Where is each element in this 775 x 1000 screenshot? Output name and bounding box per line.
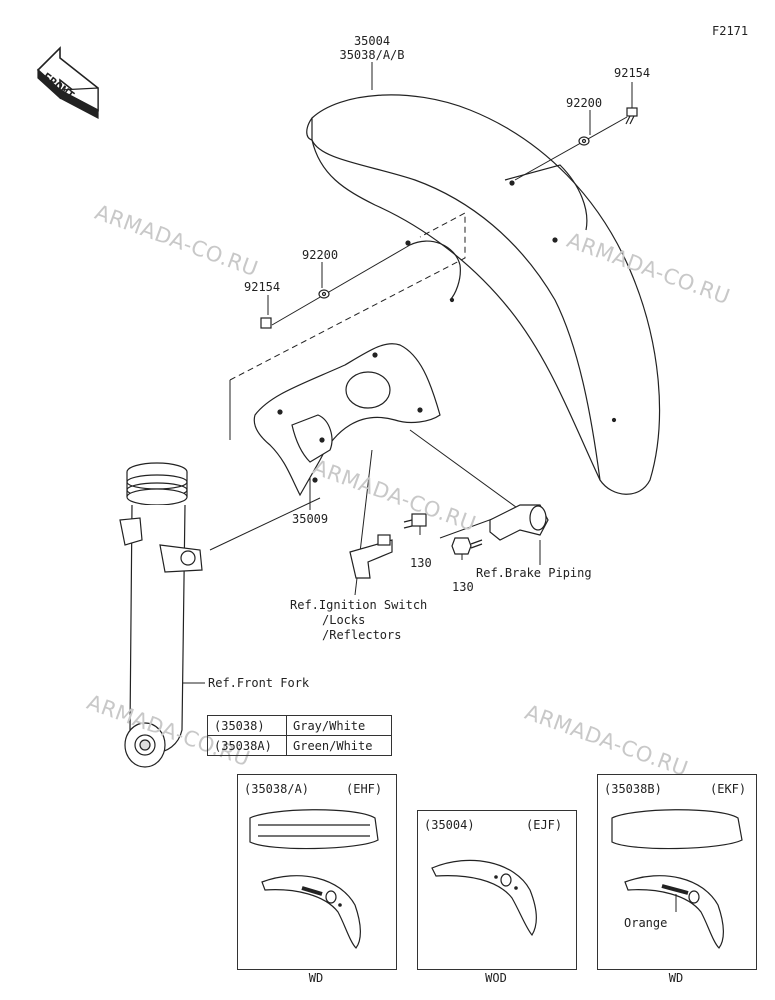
figure-code: F2171 xyxy=(712,24,749,38)
part-label-35009: 35009 xyxy=(292,512,329,526)
ref-front-fork: Ref.Front Fork xyxy=(208,676,310,690)
ref-ignition-switch: Ref.Ignition Switch xyxy=(290,598,428,612)
bolt-left-icon xyxy=(260,317,272,329)
washer-upper-icon xyxy=(578,136,590,146)
inset-caption: WOD xyxy=(485,971,507,985)
inset-code: (35004) xyxy=(424,818,475,832)
fender-bracket xyxy=(253,343,441,497)
inset-market: (EKF) xyxy=(710,782,747,796)
ref-brake-piping: Ref.Brake Piping xyxy=(476,566,592,580)
front-fender xyxy=(306,94,661,495)
washer-left-icon xyxy=(318,289,330,299)
inset-market: (EJF) xyxy=(526,818,563,832)
inset-market: (EHF) xyxy=(346,782,383,796)
leader-lines xyxy=(179,62,633,684)
front-arrow-icon xyxy=(36,46,99,119)
ref-reflectors: /Reflectors xyxy=(322,628,402,642)
color-name-cell: Gray/White xyxy=(286,715,392,736)
part-label-92200-upper: 92200 xyxy=(566,96,603,110)
ref-locks: /Locks xyxy=(322,613,366,627)
part-label-92200-left: 92200 xyxy=(302,248,339,262)
part-label-35004: 35004 xyxy=(353,34,391,48)
part-label-35038: 35038/A/B xyxy=(339,48,405,62)
brake-piping-clamp xyxy=(489,504,549,541)
bolt-center-icon xyxy=(403,513,427,529)
inset-box-ehf xyxy=(237,774,397,970)
part-label-92154-left: 92154 xyxy=(244,280,281,294)
front-fork xyxy=(119,462,203,768)
bolt-right-icon xyxy=(451,537,483,555)
inset-caption: WD xyxy=(308,971,324,985)
inset-box-ejf xyxy=(417,810,577,970)
color-table: (35038) Gray/White (35038A) Green/White xyxy=(207,715,392,756)
color-part-cell: (35038A) xyxy=(207,735,287,756)
inset-code: (35038B) xyxy=(604,782,662,796)
inset-box-ekf xyxy=(597,774,757,970)
inset-fender-ehf xyxy=(249,809,379,949)
inset-code: (35038/A) xyxy=(244,782,310,796)
part-label-130-center: 130 xyxy=(410,556,432,570)
table-row: (35038A) Green/White xyxy=(207,735,392,756)
inset-note-orange: Orange xyxy=(624,916,668,930)
table-row: (35038) Gray/White xyxy=(207,715,392,736)
part-label-130-right: 130 xyxy=(452,580,474,594)
part-label-92154-upper: 92154 xyxy=(614,66,651,80)
inset-fender-ekf xyxy=(611,809,743,949)
color-part-cell: (35038) xyxy=(207,715,287,736)
fender-mount-outline xyxy=(229,212,466,440)
ignition-bracket xyxy=(349,534,393,579)
color-name-cell: Green/White xyxy=(286,735,392,756)
inset-caption: WD xyxy=(668,971,684,985)
inset-fender-ejf xyxy=(431,859,537,937)
bolt-upper-icon xyxy=(625,107,638,125)
